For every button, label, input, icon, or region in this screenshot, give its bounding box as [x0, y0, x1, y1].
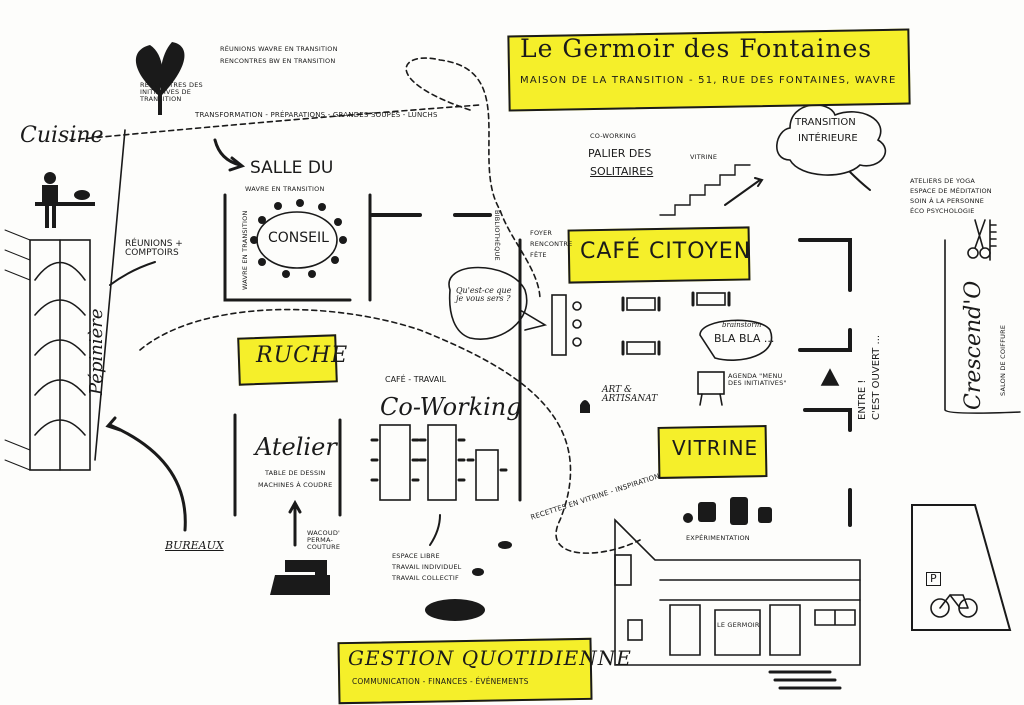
parking-area: [911, 504, 1012, 631]
espace-libre-label: Espace libre: [392, 552, 440, 560]
ouvert-label: C'est ouvert ...: [871, 334, 882, 420]
crescendo-label: Crescend'O: [961, 280, 986, 410]
scissors-icon: [967, 219, 997, 261]
transition-label: Transition: [795, 117, 856, 128]
interieure-label: Intérieure: [798, 133, 858, 144]
coworking-label: Co-Working: [380, 393, 522, 421]
ruche-label: Ruche: [256, 343, 349, 368]
salle-du-label: Salle du: [250, 158, 334, 178]
building-facade: [614, 518, 861, 666]
experimentation-label: Expérimentation: [686, 534, 750, 542]
dashed-path-loop: [405, 57, 541, 301]
blabla-bubble: [699, 319, 773, 361]
agenda-label: Agenda "Menu des initiatives": [728, 372, 787, 387]
travail-coll-label: Travail collectif: [392, 574, 459, 582]
entre-label: Entre !: [857, 379, 868, 420]
agenda-board: [697, 371, 725, 395]
salle-wall: [223, 193, 352, 302]
meditation-label: Espace de méditation: [910, 187, 992, 195]
reunions-comptoirs-label: Réunions + Comptoirs: [125, 239, 183, 259]
gestion-sub: Communication - Finances - Événements: [352, 677, 529, 686]
cuisine-label: Cuisine: [20, 123, 104, 148]
path-top-label: Transformation - Préparations - Grandes …: [195, 111, 438, 119]
cafe-citoyen-label: Café Citoyen: [580, 239, 752, 264]
atelier-label: Atelier: [255, 433, 337, 461]
sprout-icon: [135, 42, 185, 115]
cloud-icon: [776, 104, 887, 176]
travail-indiv-label: Travail individuel: [392, 563, 462, 571]
germoir-sign: Le Germoir: [717, 621, 760, 629]
stairs-icon: [659, 164, 751, 216]
bureaux-label: Bureaux: [165, 539, 224, 552]
initiatives-label: Rencontres des initiatives de transition: [140, 81, 203, 103]
question-text: Qu'est-ce que je vous sers ?: [456, 286, 512, 304]
atelier-sub2: Machines à coudre: [258, 481, 333, 489]
reunions-bw-label: Rencontres BW en Transition: [220, 57, 336, 65]
page-subtitle: Maison de la Transition - 51, Rue des Fo…: [520, 75, 897, 86]
sewing-machine-icon: [270, 560, 330, 595]
wacoud-label: Wacoud' perma-couture: [307, 529, 341, 551]
page-title: Le Germoir des Fontaines: [520, 34, 873, 63]
soin-label: Soin à la personne: [910, 197, 985, 205]
eco-label: Éco psychologie: [910, 207, 975, 215]
jars-icon: [683, 497, 772, 525]
yoga-label: Ateliers de Yoga: [910, 177, 975, 185]
blabla-text: Bla Bla ...: [714, 332, 775, 345]
dashed-path-ruche: [139, 308, 641, 554]
rencontre-label: Rencontre: [530, 240, 573, 248]
foyer-label: Foyer: [530, 229, 553, 237]
conseil-label: Conseil: [268, 230, 329, 246]
cook-icon: [35, 172, 95, 228]
dashed-path-top: [69, 104, 481, 141]
greenhouse-icon: [29, 239, 91, 471]
art-label: Art & Artisanat: [602, 385, 658, 405]
wavre-vertical-label: Wavre en transition: [241, 210, 249, 290]
cafe-travail-label: Café - travail: [385, 375, 447, 384]
bicycle-icon: [930, 593, 978, 618]
gestion-label: Gestion Quotidienne: [348, 646, 632, 670]
vitrine-label: Vitrine: [672, 436, 759, 460]
solitaires-label: Solitaires: [590, 165, 654, 178]
vitrine-small-label: Vitrine: [690, 153, 718, 161]
palier-label: Palier des: [588, 147, 652, 160]
brainstorm-text: brainstorm: [722, 321, 762, 329]
reunions-wavre-label: Réunions Wavre en Transition: [220, 45, 338, 53]
question-bubble: [448, 266, 528, 340]
parking-sign: P: [926, 572, 941, 586]
bibliotheque-label: Bibliothèque: [493, 210, 501, 261]
coworking-palier-label: Co-working: [590, 132, 637, 140]
fete-label: Fête: [530, 251, 547, 259]
crescendo-sub: Salon de coiffure: [999, 324, 1007, 396]
atelier-sub1: Table de dessin: [265, 469, 326, 477]
pepiniere-label: Pépinière: [86, 308, 107, 396]
salle-sub-label: Wavre en transition: [245, 185, 325, 193]
